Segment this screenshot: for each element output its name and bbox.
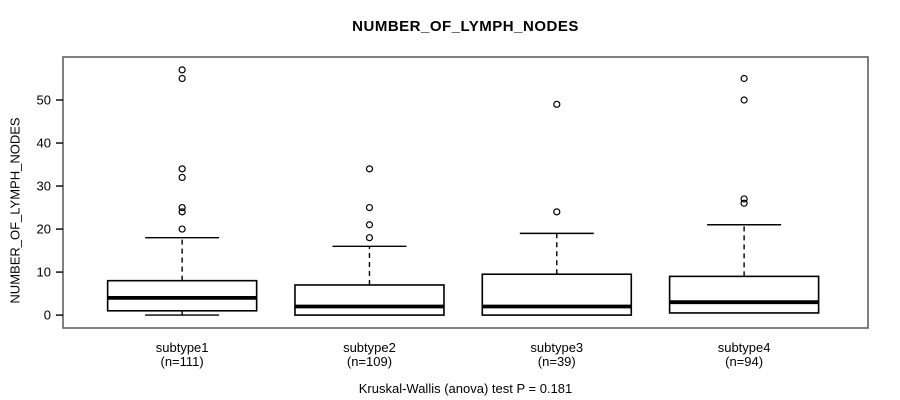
stats-caption: Kruskal-Wallis (anova) test P = 0.181: [358, 381, 573, 396]
iqr-box: [294, 284, 445, 316]
outlier-point: [553, 208, 561, 216]
outlier-point: [178, 225, 186, 233]
group-label: subtype1: [156, 340, 209, 355]
y-tick-label: 20: [37, 222, 51, 237]
group-n-label: (n=109): [347, 354, 392, 369]
iqr-box: [481, 273, 633, 316]
iqr-box: [106, 279, 258, 312]
y-tick-label: 10: [37, 265, 51, 280]
outlier-point: [365, 165, 374, 173]
outlier-point: [740, 96, 748, 104]
group-label: subtype3: [530, 340, 583, 355]
outlier-point: [365, 234, 374, 242]
outlier-point: [178, 173, 186, 182]
outlier-point: [178, 203, 186, 212]
outlier-point: [178, 208, 186, 216]
outlier-point: [178, 74, 186, 83]
outlier-point: [553, 100, 561, 108]
outlier-point: [365, 221, 374, 229]
outlier-point: [740, 74, 748, 83]
iqr-box: [668, 275, 820, 314]
y-tick-label: 30: [37, 179, 51, 194]
chart-title: NUMBER_OF_LYMPH_NODES: [352, 18, 579, 35]
outlier-point: [740, 195, 748, 203]
outlier-point: [178, 165, 186, 173]
group-n-label: (n=94): [725, 354, 763, 369]
plot-frame: [62, 56, 869, 329]
y-tick-label: 0: [44, 308, 51, 323]
outlier-point: [365, 203, 374, 212]
outlier-point: [178, 66, 186, 74]
outlier-point: [740, 199, 748, 207]
group-label: subtype4: [718, 340, 771, 355]
y-tick-label: 40: [37, 136, 51, 151]
group-label: subtype2: [343, 340, 396, 355]
group-n-label: (n=39): [538, 354, 576, 369]
y-tick-label: 50: [37, 93, 51, 108]
group-n-label: (n=111): [161, 354, 204, 369]
